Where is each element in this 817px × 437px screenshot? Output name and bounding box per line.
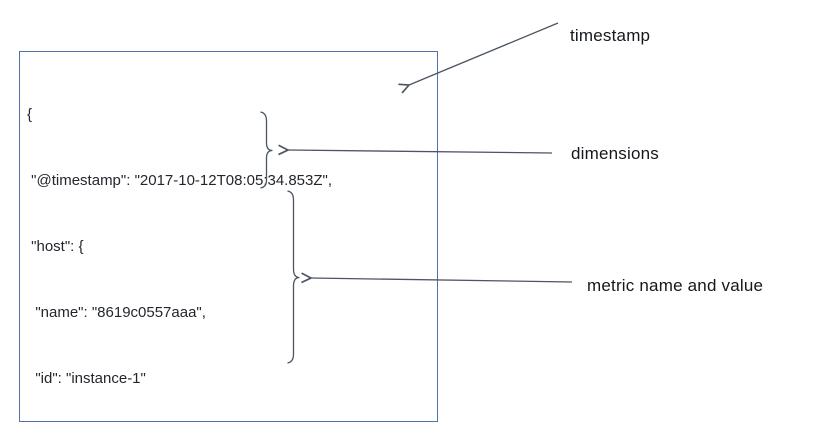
json-line-timestamp: "@timestamp": "2017-10-12T08:05:34.853Z"… <box>27 172 333 189</box>
json-line-host-name: "name": "8619c0557aaa", <box>27 304 206 321</box>
json-document-box <box>19 51 438 422</box>
json-line: { <box>27 106 33 123</box>
metric-name-and-value-label: metric name and value <box>587 276 764 295</box>
timestamp-label: timestamp <box>570 26 651 45</box>
json-code-block: { "@timestamp": "2017-10-12T08:05:34.853… <box>27 60 332 437</box>
json-line-host: "host": { <box>27 238 84 255</box>
dimensions-label: dimensions <box>571 144 659 163</box>
json-line-host-id: "id": "instance-1" <box>27 370 146 387</box>
